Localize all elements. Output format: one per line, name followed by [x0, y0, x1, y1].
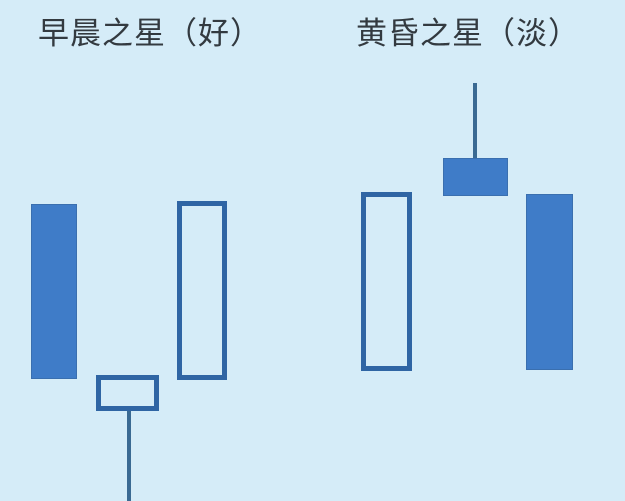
title-evening-star: 黄昏之星（淡）: [356, 16, 580, 52]
candle-star-2: [443, 158, 508, 196]
title-morning-star: 早晨之星（好）: [38, 16, 262, 52]
candle-bullish-2: [361, 192, 412, 371]
candle-star-1: [96, 375, 159, 411]
candle-bullish-1: [177, 201, 227, 380]
wick-lower-1: [127, 411, 131, 501]
wick-upper-2: [473, 83, 477, 159]
candle-bearish-2: [526, 194, 573, 370]
candle-bearish-1: [31, 204, 77, 379]
